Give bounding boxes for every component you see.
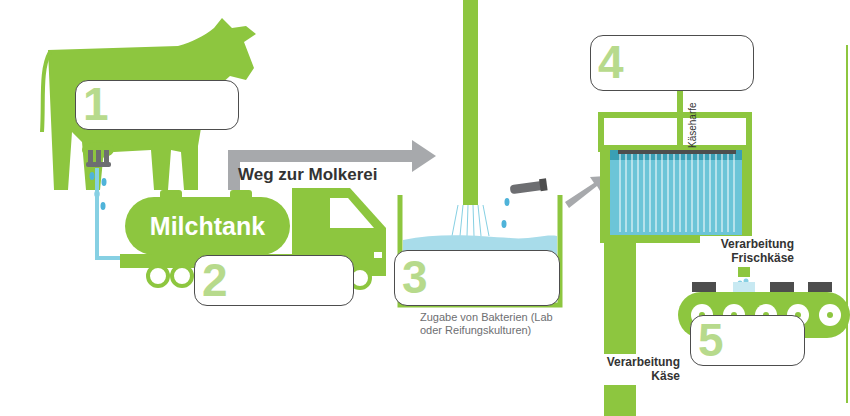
harp-bar xyxy=(618,150,736,154)
milking-cups xyxy=(86,150,111,167)
cab-light xyxy=(374,252,382,258)
callout-number: 5 xyxy=(691,316,804,364)
inflow-pipe xyxy=(463,0,478,205)
inflow-streams xyxy=(452,205,489,236)
step-box: 3 xyxy=(394,250,560,306)
cheese-harp xyxy=(620,154,734,232)
step-box: 1 xyxy=(75,80,239,130)
route-label: Weg zur Molkerei xyxy=(238,165,418,185)
milk-line xyxy=(97,168,128,258)
process-label: Verarbeitung Frischkäse xyxy=(700,236,796,267)
process-label: Verarbeitung Käse xyxy=(586,354,682,385)
part-name: Käseharfe xyxy=(687,102,699,148)
cow-silhouette xyxy=(48,18,256,190)
machine-leg xyxy=(604,243,636,416)
divider-line xyxy=(846,45,848,403)
callout-number: 2 xyxy=(195,256,353,304)
step-box: 2 xyxy=(194,255,354,306)
callout-number: 3 xyxy=(395,251,559,304)
frame-top xyxy=(598,112,752,118)
callout-number: 1 xyxy=(76,81,238,128)
tank-body xyxy=(600,145,752,243)
way-arrow xyxy=(228,140,436,190)
cheese-blocks xyxy=(692,282,832,292)
dropper xyxy=(502,178,548,228)
step-box: 4 xyxy=(590,35,754,91)
harp-rod xyxy=(677,90,683,150)
cab-window xyxy=(330,198,374,228)
milk-tank: Milchtank xyxy=(125,197,290,255)
tank-label: Milchtank xyxy=(150,212,265,241)
cow-tail xyxy=(42,52,50,132)
note-label: Zugabe von Bakterien (Lab oder Reifungsk… xyxy=(420,311,570,337)
process-arrow xyxy=(565,176,606,208)
step-box: 5 xyxy=(690,315,805,366)
callout-number: 4 xyxy=(591,36,753,89)
curd-bath xyxy=(610,150,742,235)
